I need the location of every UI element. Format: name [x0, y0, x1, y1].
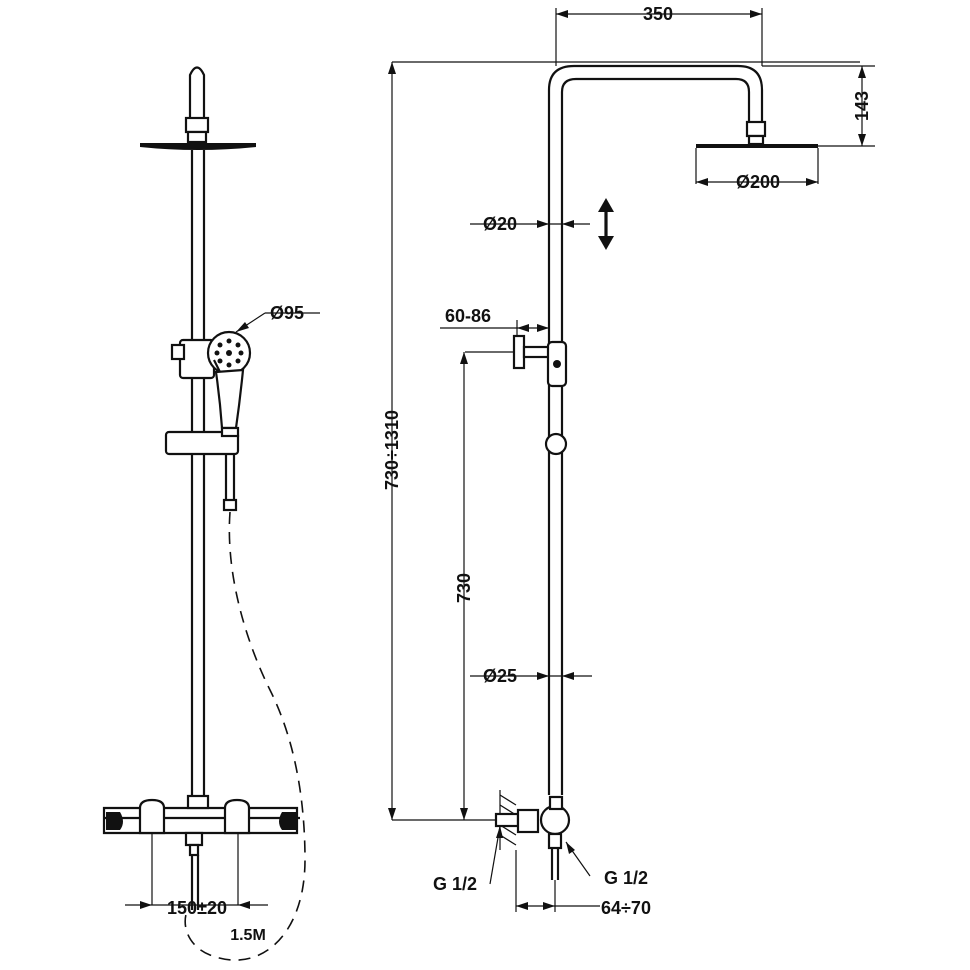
side-arm-inner: [560, 77, 751, 795]
hose-length-label: 1.5M: [230, 927, 266, 944]
hand-shower-nozzles: [214, 338, 244, 368]
riser-diameter-label: Ø20: [483, 214, 517, 234]
thermostatic-mixer: [102, 806, 299, 835]
front-top-pipe: [188, 66, 206, 130]
hand-shower-diameter-label: Ø95: [270, 303, 304, 323]
side-view: Ø200 350 143 Ø20 60-86: [382, 4, 875, 918]
head-diameter-label: Ø200: [736, 172, 780, 192]
wall-offset-label: 64÷70: [601, 898, 651, 918]
wall-bracket: [512, 334, 526, 370]
side-arm-outer: [547, 64, 764, 795]
arm-width-label: 350: [643, 4, 673, 24]
inlet-left-label: G 1/2: [433, 874, 477, 894]
lower-holder: [164, 430, 240, 456]
inlet-spacing-label: 150±20: [167, 898, 227, 918]
head-drop-label: 143: [852, 91, 872, 121]
side-mixer-knob: [539, 804, 571, 836]
front-head-connector: [184, 116, 210, 134]
front-view: 150±20 1.5M Ø95: [102, 66, 320, 961]
hand-shower-handle: [214, 368, 245, 430]
hose-dashed-line: [184, 511, 306, 961]
side-hand-shower: [544, 432, 568, 456]
bracket-label: 60-86: [445, 306, 491, 326]
wall-inlet: [494, 812, 520, 828]
side-shower-head: [696, 144, 818, 148]
mixer-height-label: 730: [454, 573, 474, 603]
front-shower-head: [140, 143, 256, 150]
inlet-right-label: G 1/2: [604, 868, 648, 888]
pipe-diameter-label: Ø25: [483, 666, 517, 686]
total-height-label: 730÷1310: [382, 410, 402, 490]
